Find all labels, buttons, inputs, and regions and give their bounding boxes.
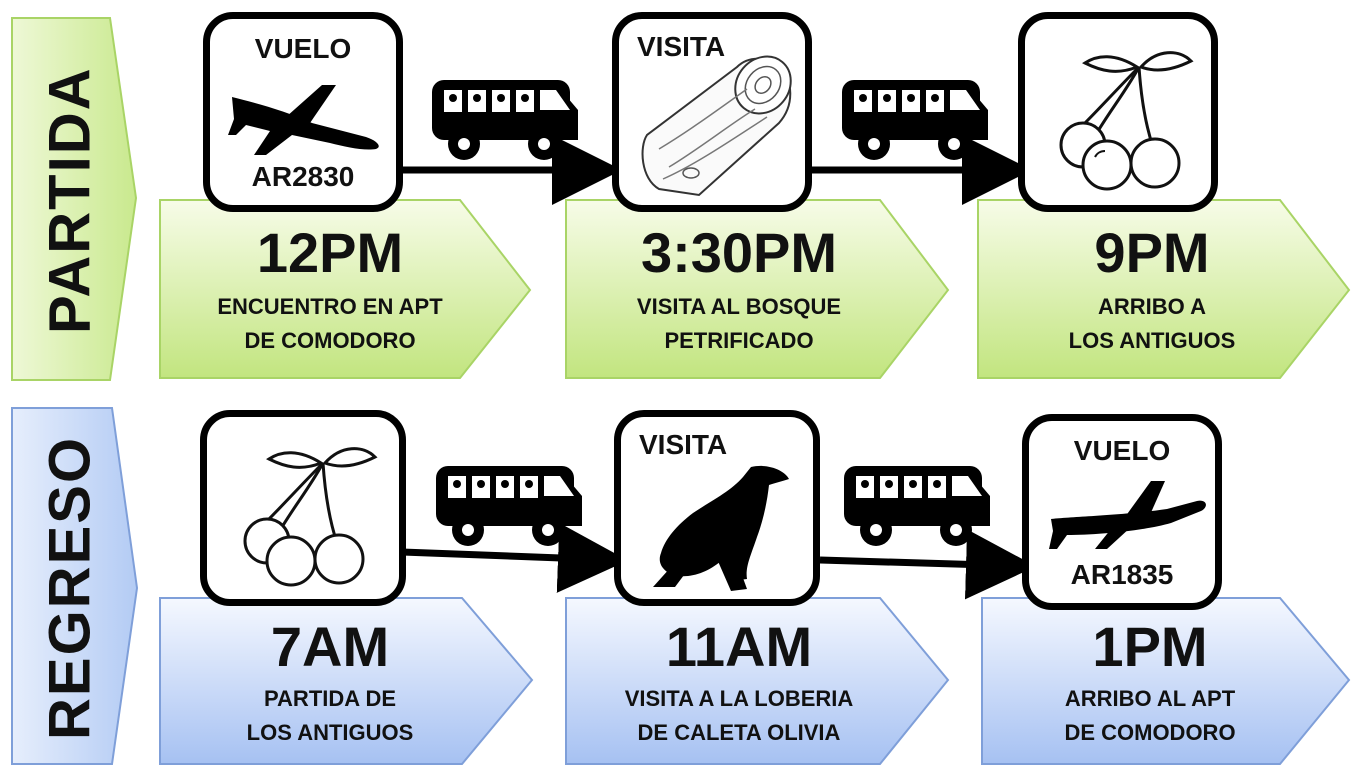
partida-step3-icon-box [1018, 12, 1218, 212]
step-time: 7AM [270, 615, 390, 678]
step-description-line: ENCUENTRO EN APT [217, 294, 443, 319]
icon-caption-bottom: AR2830 [251, 161, 355, 192]
airplane-icon [228, 85, 379, 155]
step-description-line: ARRIBO A [1098, 294, 1206, 319]
partida-step1-icon-box: VUELO AR2830 [203, 12, 403, 212]
bus-icon [842, 80, 988, 160]
step-description-line: DE CALETA OLIVIA [637, 720, 841, 745]
regreso-step3-text: 1PM ARRIBO AL APT DE COMODORO [990, 616, 1310, 750]
partida-step1-chevron [159, 199, 532, 379]
regreso-step3-chevron [981, 597, 1351, 765]
step-description-line: PARTIDA DE [264, 686, 396, 711]
bus-icon [432, 80, 578, 160]
sea-lion-icon [653, 465, 789, 591]
step-description: ARRIBO A LOS ANTIGUOS [992, 290, 1312, 358]
regreso-step2-chevron [565, 597, 950, 765]
step-time: 9PM [1094, 221, 1210, 284]
step-description: ARRIBO AL APT DE COMODORO [990, 682, 1310, 750]
step-description: ENCUENTRO EN APT DE COMODORO [170, 290, 490, 358]
step-time: 1PM [1092, 615, 1208, 678]
regreso-side-chevron [11, 407, 139, 765]
regreso-step1-chevron [159, 597, 534, 765]
step-description-line: DE COMODORO [1064, 720, 1236, 745]
step-description-line: LOS ANTIGUOS [1068, 328, 1236, 353]
partida-side-chevron [11, 17, 138, 381]
partida-step3-text: 9PM ARRIBO A LOS ANTIGUOS [992, 222, 1312, 358]
regreso-step1-icon-box [200, 410, 406, 606]
step-description-line: DE COMODORO [244, 328, 416, 353]
regreso-step1-text: 7AM PARTIDA DE LOS ANTIGUOS [170, 616, 490, 750]
partida-step2-text: 3:30PM VISITA AL BOSQUE PETRIFICADO [576, 222, 902, 358]
step-time: 11AM [665, 615, 813, 678]
step-description: VISITA AL BOSQUE PETRIFICADO [576, 290, 902, 358]
icon-caption-top: VISITA [639, 429, 728, 460]
regreso-step2-icon-box: VISITA [614, 410, 820, 606]
step-description-line: LOS ANTIGUOS [246, 720, 414, 745]
partida-step3-chevron [977, 199, 1351, 379]
step-description-line: PETRIFICADO [664, 328, 814, 353]
cherries-icon [243, 447, 378, 587]
icon-caption-top: VUELO [1073, 435, 1171, 466]
regreso-step2-text: 11AM VISITA A LA LOBERIA DE CALETA OLIVI… [574, 616, 904, 750]
bus-icon [844, 466, 990, 546]
step-time: 3:30PM [640, 221, 838, 284]
icon-caption-bottom: AR1835 [1070, 559, 1174, 590]
partida-step2-icon-box: VISITA [612, 12, 812, 212]
regreso-step3-icon-box: VUELO AR1835 [1022, 414, 1222, 610]
petrified-log-icon [641, 55, 792, 197]
airplane-icon [1049, 481, 1206, 549]
icon-caption-top: VUELO [254, 33, 352, 64]
step-time: 12PM [256, 221, 404, 284]
partida-step1-text: 12PM ENCUENTRO EN APT DE COMODORO [170, 222, 490, 358]
partida-section-label: PARTIDA [37, 66, 103, 334]
step-description-line: VISITA A LA LOBERIA [624, 686, 854, 711]
partida-step2-chevron [565, 199, 950, 379]
icon-caption-top: VISITA [637, 31, 726, 62]
regreso-section-label: REGRESO [37, 435, 103, 740]
bus-icon [436, 466, 582, 546]
step-description-line: ARRIBO AL APT [1064, 686, 1236, 711]
regreso-arrow-1 [401, 522, 628, 593]
cherries-icon [1059, 51, 1194, 191]
step-description: PARTIDA DE LOS ANTIGUOS [170, 682, 490, 750]
regreso-arrow-2 [819, 529, 1036, 600]
step-description-line: VISITA AL BOSQUE [636, 294, 842, 319]
step-description: VISITA A LA LOBERIA DE CALETA OLIVIA [574, 682, 904, 750]
